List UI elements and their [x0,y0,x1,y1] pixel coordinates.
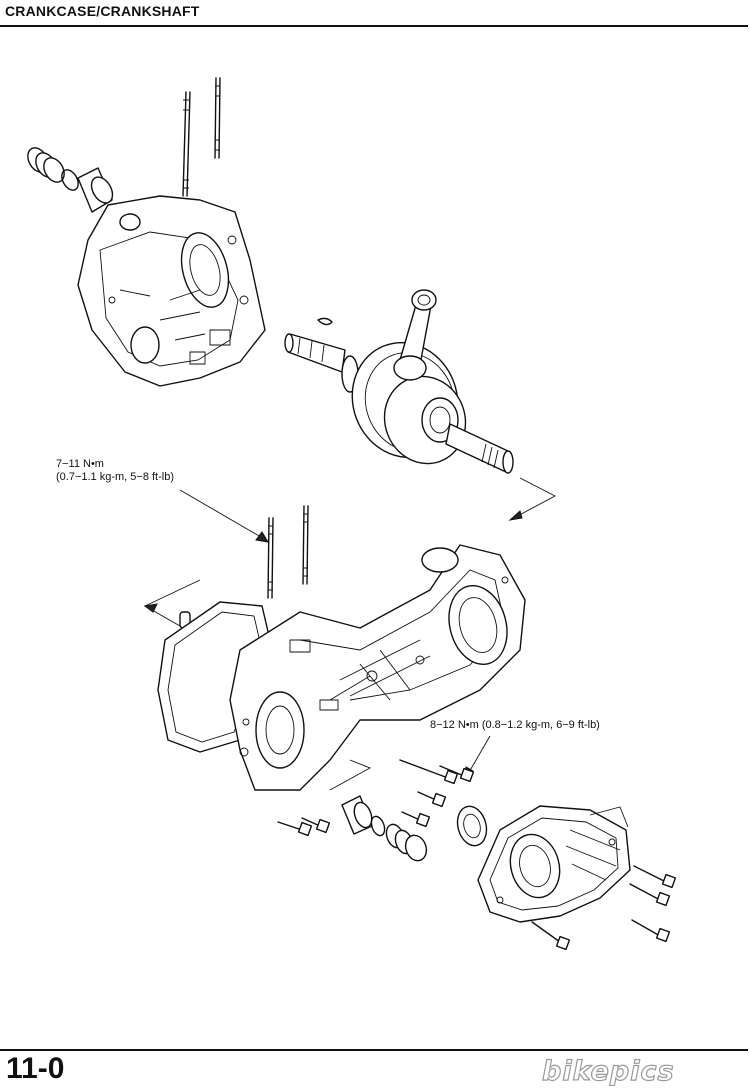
bolt-i [631,919,671,943]
watermark-logo: bikepics [541,1055,675,1086]
assembly-arrow-left [143,579,201,627]
bolts [277,759,677,951]
right-crankcase-half [229,544,526,791]
o-ring-lower [370,815,386,837]
footer-rule [0,1049,748,1051]
page-number: 11-0 [6,1052,65,1085]
bolt-a [399,759,459,785]
crankcase-cover [477,805,631,923]
collar-lower [341,795,373,835]
bolt-g [633,865,677,889]
page-title: CRANKCASE/CRANKSHAFT [5,3,200,19]
torque-spec-bolt-line1: 8−12 N•m (0.8−1.2 kg-m, 6−9 ft-lb) [430,719,600,731]
assembly-guide-line [329,759,372,791]
lower-stud-right [302,505,309,585]
crankshaft [284,289,514,474]
woodruff-key [317,317,333,326]
oil-seal-left [27,147,65,183]
lower-stud-left [267,517,274,599]
bolt-j [531,921,571,951]
assembly-arrow-right [508,477,556,521]
left-crankcase-half [77,195,266,387]
header-rule [0,25,748,27]
torque-spec-stud: 7−11 N•m (0.7−1.1 kg-m, 5−8 ft-lb) [56,458,174,484]
torque-spec-stud-line2: (0.7−1.1 kg-m, 5−8 ft-lb) [56,471,174,483]
upper-stud-right [214,77,221,159]
torque-spec-stud-line1: 7−11 N•m [56,458,104,470]
bolt-e [277,821,313,837]
watermark-text: bikepics [542,1056,675,1086]
torque-spec-bolt: 8−12 N•m (0.8−1.2 kg-m, 6−9 ft-lb) [430,719,600,732]
bearing-ring [456,805,488,847]
bolt-b [439,765,475,783]
collar-left [77,167,114,213]
torque-leader-upper [179,489,269,543]
bolt-f [301,817,331,834]
oil-seal-lower [385,823,428,862]
bolt-d [401,811,431,828]
bolt-c [417,791,447,808]
o-ring-left [61,169,79,191]
upper-stud-left [182,91,191,197]
bolt-h [629,883,671,907]
